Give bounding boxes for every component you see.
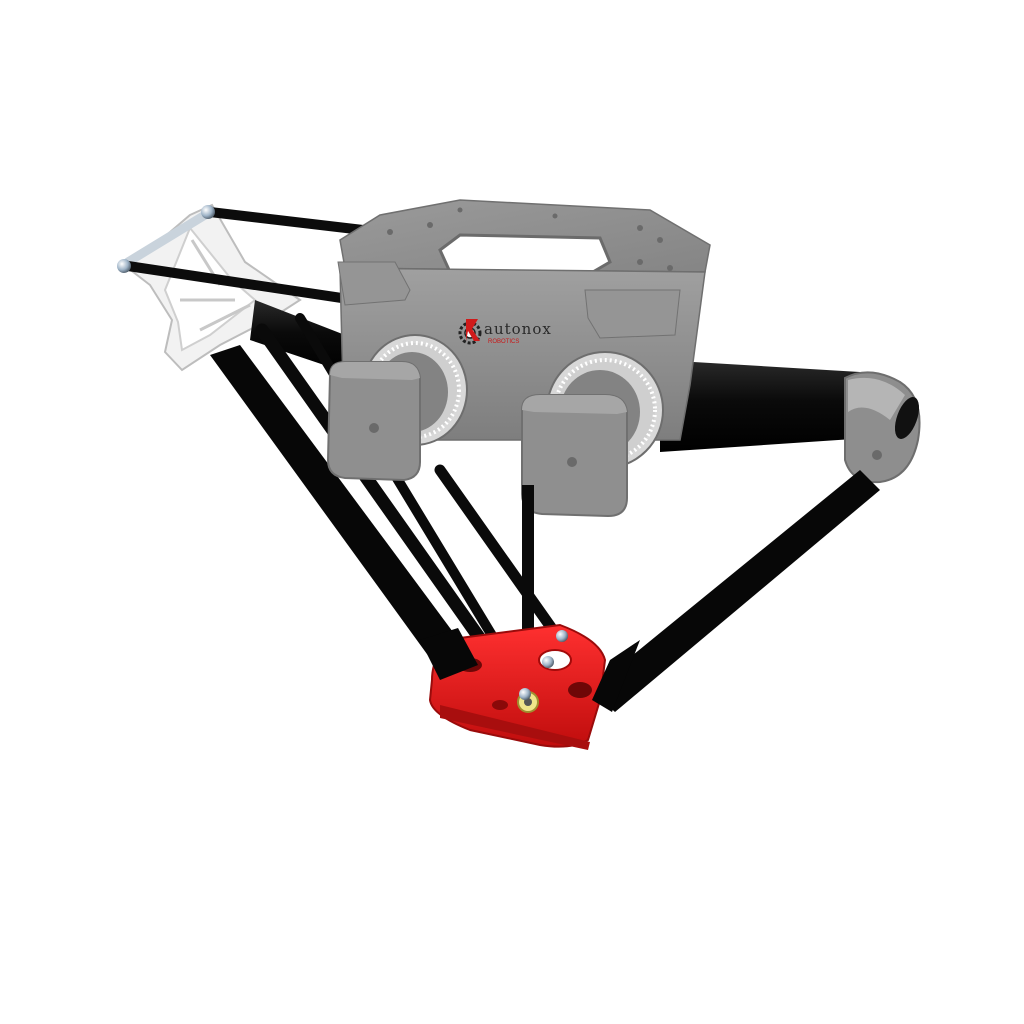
forearm-ends [420, 628, 640, 712]
right-motor [521, 351, 664, 518]
brand-name: autonox [484, 320, 552, 338]
brand-tagline: ROBOTICS [488, 339, 519, 345]
brand-logo: autonox ROBOTICS [458, 319, 552, 345]
right-upper-arm [660, 360, 921, 484]
left-motor [326, 334, 468, 482]
rear-parallel-linkage [117, 203, 385, 372]
gear-logo-icon [458, 319, 482, 345]
